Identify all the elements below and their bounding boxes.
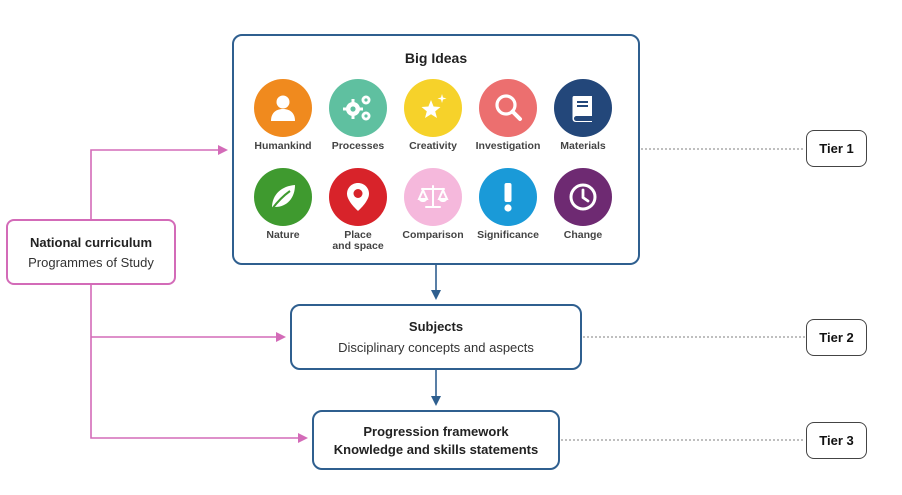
tier-dotted-lines (561, 148, 805, 441)
progression-title: Progression framework (363, 423, 509, 439)
big-idea-humankind: Humankind (245, 79, 321, 152)
big-idea-comparison: Comparison (395, 168, 471, 241)
magnifier-icon (479, 79, 537, 137)
person-icon (254, 79, 312, 137)
book-icon (554, 79, 612, 137)
subjects-subtitle: Disciplinary concepts and aspects (338, 340, 534, 355)
clock-icon (554, 168, 612, 226)
star-sparkle-icon (404, 79, 462, 137)
exclamation-icon (479, 168, 537, 226)
national-curriculum-box: National curriculum Programmes of Study (6, 219, 176, 285)
subjects-title: Subjects (408, 319, 464, 334)
big-idea-place-and-space: Place and space (320, 168, 396, 252)
big-idea-creativity: Creativity (395, 79, 471, 152)
big-idea-significance: Significance (470, 168, 546, 241)
big-idea-change: Change (545, 168, 621, 241)
subjects-box: Subjects Disciplinary concepts and aspec… (290, 304, 582, 370)
big-idea-investigation: Investigation (470, 79, 546, 152)
progression-subtitle: Knowledge and skills statements (333, 441, 539, 457)
place-label-line1: Place (344, 229, 372, 241)
national-curriculum-title: National curriculum (29, 234, 153, 250)
national-curriculum-subtitle: Programmes of Study (28, 254, 154, 270)
gears-icon (329, 79, 387, 137)
tier-3-label: Tier 3 (806, 422, 867, 459)
place-label-line2: and space (332, 240, 384, 252)
big-idea-processes: Processes (320, 79, 396, 152)
progression-framework-box: Progression framework Knowledge and skil… (312, 410, 560, 470)
big-ideas-title: Big Ideas (404, 50, 468, 66)
map-pin-icon (329, 168, 387, 226)
leaf-icon (254, 168, 312, 226)
big-ideas-panel: Big Ideas Humankind Processes (232, 34, 640, 265)
curriculum-connector (90, 145, 308, 443)
scales-icon (404, 168, 462, 226)
big-idea-materials: Materials (545, 79, 621, 152)
big-idea-nature: Nature (245, 168, 321, 241)
tier-2-label: Tier 2 (806, 319, 867, 356)
tier-1-label: Tier 1 (806, 130, 867, 167)
